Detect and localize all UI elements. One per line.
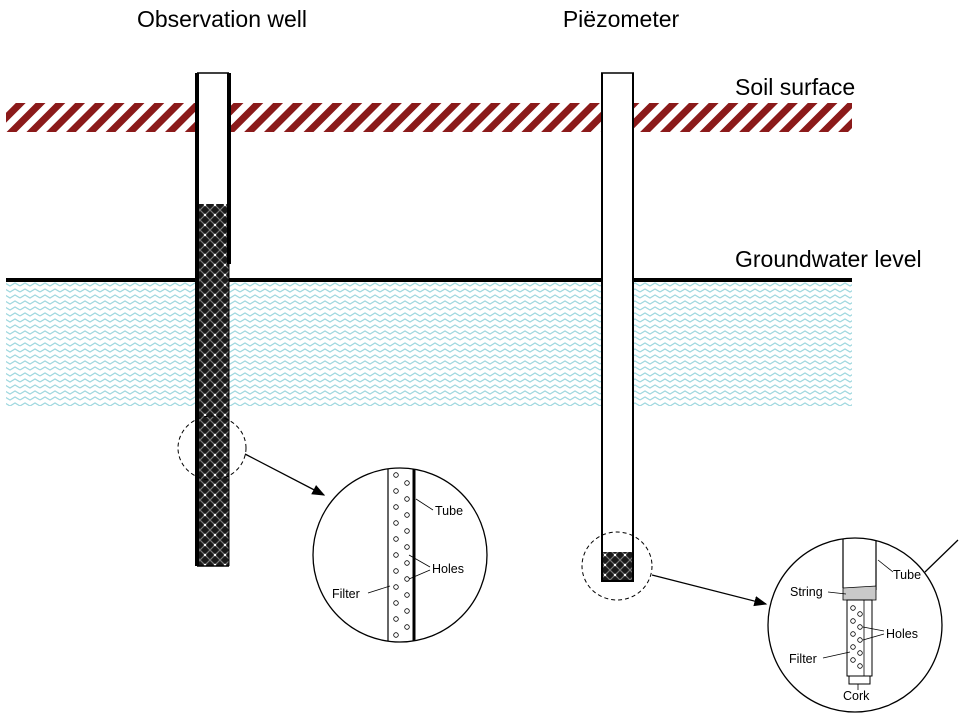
piezometer-tube-label: Tube [893,568,921,582]
groundwater-level-label: Groundwater level [735,246,922,272]
piezometer-string-label: String [790,585,823,599]
observation-well-title: Observation well [137,6,307,32]
soil-surface-label: Soil surface [735,74,855,100]
piezometer-zoom-arrow [651,574,768,607]
observation-filter-label: Filter [332,587,360,601]
piezometer-filter [603,552,632,580]
soil-layer [6,103,852,132]
piezometer-title: Piëzometer [563,6,680,32]
observation-well [195,72,231,567]
observation-detail [312,467,488,643]
observation-zoom-arrow [244,453,326,496]
observation-well-filter [197,204,229,566]
observation-holes-label: Holes [432,562,464,576]
observation-zoom-marker [177,415,247,481]
piezometer-holes-label: Holes [886,627,918,641]
piezometer-detail [767,537,959,713]
groundwater-zone [6,282,852,406]
piezometer-cork-label: Cork [843,689,870,703]
piezometer [601,72,634,582]
observation-tube-label: Tube [435,504,463,518]
piezometer-filter-label: Filter [789,652,817,666]
piezometer-zoom-marker [581,531,653,601]
